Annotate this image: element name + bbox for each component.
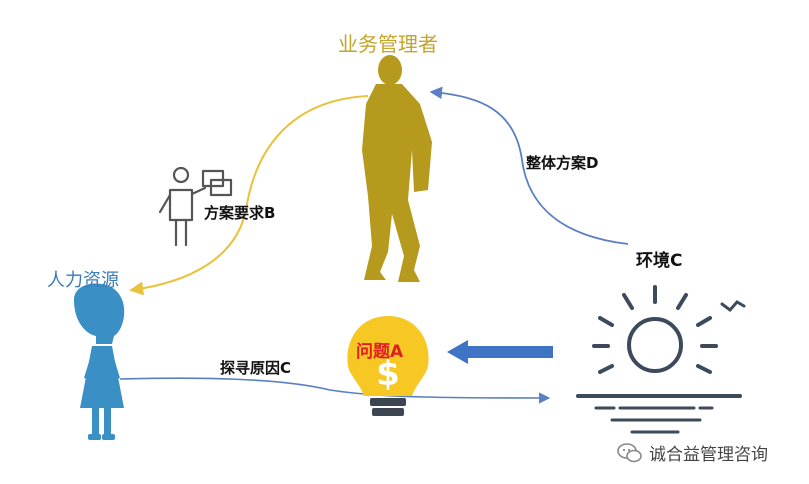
flow-arrow-hr-to-env	[119, 377, 551, 404]
svg-text:$: $	[376, 354, 400, 394]
sunrise-icon	[576, 285, 746, 434]
find-cause-c-label: 探寻原因C	[220, 359, 292, 377]
watermark-text: 诚合益管理咨询	[649, 445, 768, 465]
requirement-b-label: 方案要求B	[204, 204, 276, 222]
presenter-icon	[158, 166, 233, 247]
problem-a-label: 问题A	[356, 342, 404, 362]
flow-arrow-env-to-manager	[429, 86, 629, 245]
block-arrow-left	[447, 340, 553, 364]
wechat-icon	[617, 442, 642, 462]
hr-label: 人力资源	[47, 270, 119, 291]
lightbulb-dollar-icon: $	[347, 316, 429, 416]
flow-arrow-manager-to-hr	[129, 95, 369, 296]
plan-d-label: 整体方案D	[526, 154, 599, 172]
businessman-silhouette	[362, 55, 432, 282]
manager-label: 业务管理者	[338, 32, 438, 56]
watermark: 诚合益管理咨询	[617, 440, 768, 465]
environment-c-label: 环境C	[636, 251, 683, 271]
girl-figure	[74, 283, 125, 440]
